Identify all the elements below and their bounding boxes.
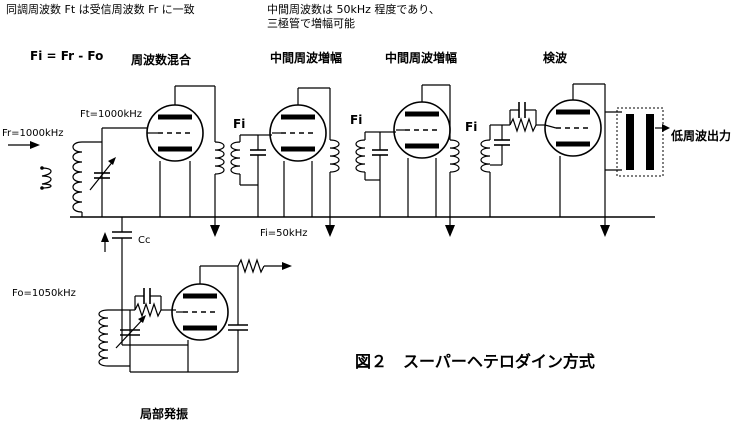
if-transformer-1-primary (210, 141, 225, 237)
label-fi-frequency: Fi=50kHz (260, 228, 307, 239)
oscillator-tank-circuit (98, 309, 146, 367)
label-fi-3: Fi (465, 120, 477, 134)
grid-leak-network (502, 102, 545, 133)
input-tuned-circuit (72, 127, 147, 217)
mixer-tube (146, 85, 216, 217)
label-coupling-capacitor: Cc (138, 235, 150, 246)
if-amp-tube-2 (393, 84, 451, 217)
if-amp-tube-1 (269, 87, 331, 217)
figure-caption: 図２ スーパーヘテロダイン方式 (355, 352, 595, 371)
stage-label-oscillator: 局部発振 (140, 406, 188, 421)
note-if-frequency: 中間周波数は 50kHz 程度であり、 (267, 2, 440, 16)
label-ft: Ft=1000kHz (80, 109, 142, 120)
label-fi-1: Fi (233, 117, 245, 131)
if-transformer-2 (325, 131, 396, 237)
output-transformer (605, 107, 670, 177)
if-transformer-3 (445, 124, 510, 237)
note-tuned-frequency: 同調周波数 Ft は受信周波数 Fr に一致 (6, 2, 195, 16)
oscillator-grid-leak (130, 288, 176, 318)
formula-fi: Fi = Fr - Fo (30, 49, 103, 63)
label-fi-2: Fi (350, 113, 362, 127)
stage-label-detector: 検波 (543, 50, 568, 65)
if-transformer-1-secondary (230, 134, 272, 217)
detector-tube (544, 83, 610, 237)
antenna-input (8, 141, 52, 190)
label-fr: Fr=1000kHz (2, 128, 64, 139)
label-fo: Fo=1050kHz (12, 288, 76, 299)
coupling-capacitor (101, 217, 132, 345)
stage-label-mixer: 周波数混合 (131, 52, 192, 67)
stage-label-if-amp-2: 中間周波増幅 (385, 50, 457, 65)
label-audio-output: 低周波出力 (670, 128, 731, 143)
oscillator-tube (122, 258, 292, 373)
note-triode-amplify: 三極管で増幅可能 (267, 16, 355, 30)
stage-label-if-amp-1: 中間周波増幅 (270, 50, 342, 65)
